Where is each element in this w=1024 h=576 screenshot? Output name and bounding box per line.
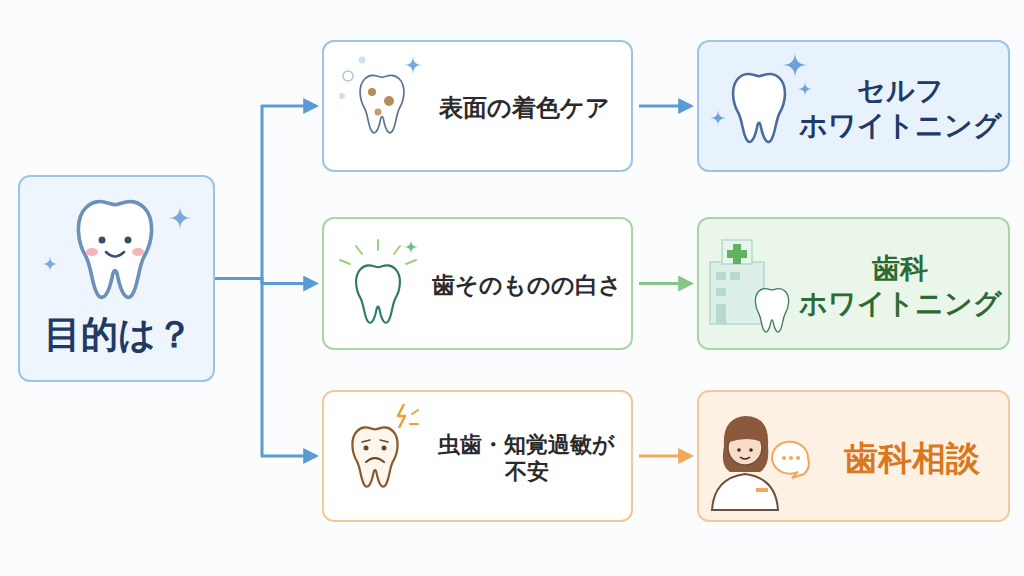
- dentist-figure: [712, 416, 809, 510]
- flow-arrow: [639, 282, 691, 285]
- clinic-building: [710, 240, 789, 332]
- text-area: 歯科相談: [819, 392, 1004, 524]
- text-area: 歯科 ホワイトニング: [795, 219, 1005, 352]
- text-area: 表面の着色ケア: [424, 42, 624, 174]
- white-tooth: [710, 52, 812, 142]
- smiling-tooth: [42, 202, 192, 298]
- text-area: 目的は？: [20, 305, 217, 365]
- flow-arrow: [215, 106, 316, 279]
- flow-arrow: [215, 279, 316, 284]
- text-area: 虫歯・知覚過敏が 不安: [424, 392, 629, 524]
- node-label: セルフ ホワイトニング: [795, 73, 1005, 143]
- sad-tooth: [352, 404, 418, 487]
- flow-arrow: [639, 105, 691, 108]
- text-area: 歯そのものの白さ: [424, 219, 629, 352]
- start-box: 目的は？: [18, 175, 215, 382]
- purpose-box: 虫歯・知覚過敏が 不安: [322, 390, 633, 522]
- node-label: 虫歯・知覚過敏が 不安: [424, 431, 629, 486]
- node-label: 歯科 ホワイトニング: [795, 251, 1005, 321]
- result-box: セルフ ホワイトニング: [697, 40, 1010, 172]
- purpose-box: 歯そのものの白さ: [322, 217, 633, 350]
- node-label: 歯そのものの白さ: [432, 271, 622, 300]
- flow-arrow: [215, 279, 316, 457]
- node-label: 目的は？: [44, 312, 193, 358]
- result-box: 歯科相談: [697, 390, 1010, 522]
- node-label: 歯科相談: [844, 437, 980, 480]
- purpose-box: 表面の着色ケア: [322, 40, 633, 172]
- node-label: 表面の着色ケア: [439, 93, 610, 123]
- stained-tooth: [339, 56, 422, 133]
- shining-tooth: [340, 240, 418, 323]
- flow-arrow: [639, 455, 691, 458]
- text-area: セルフ ホワイトニング: [795, 42, 1005, 174]
- result-box: 歯科 ホワイトニング: [697, 217, 1010, 350]
